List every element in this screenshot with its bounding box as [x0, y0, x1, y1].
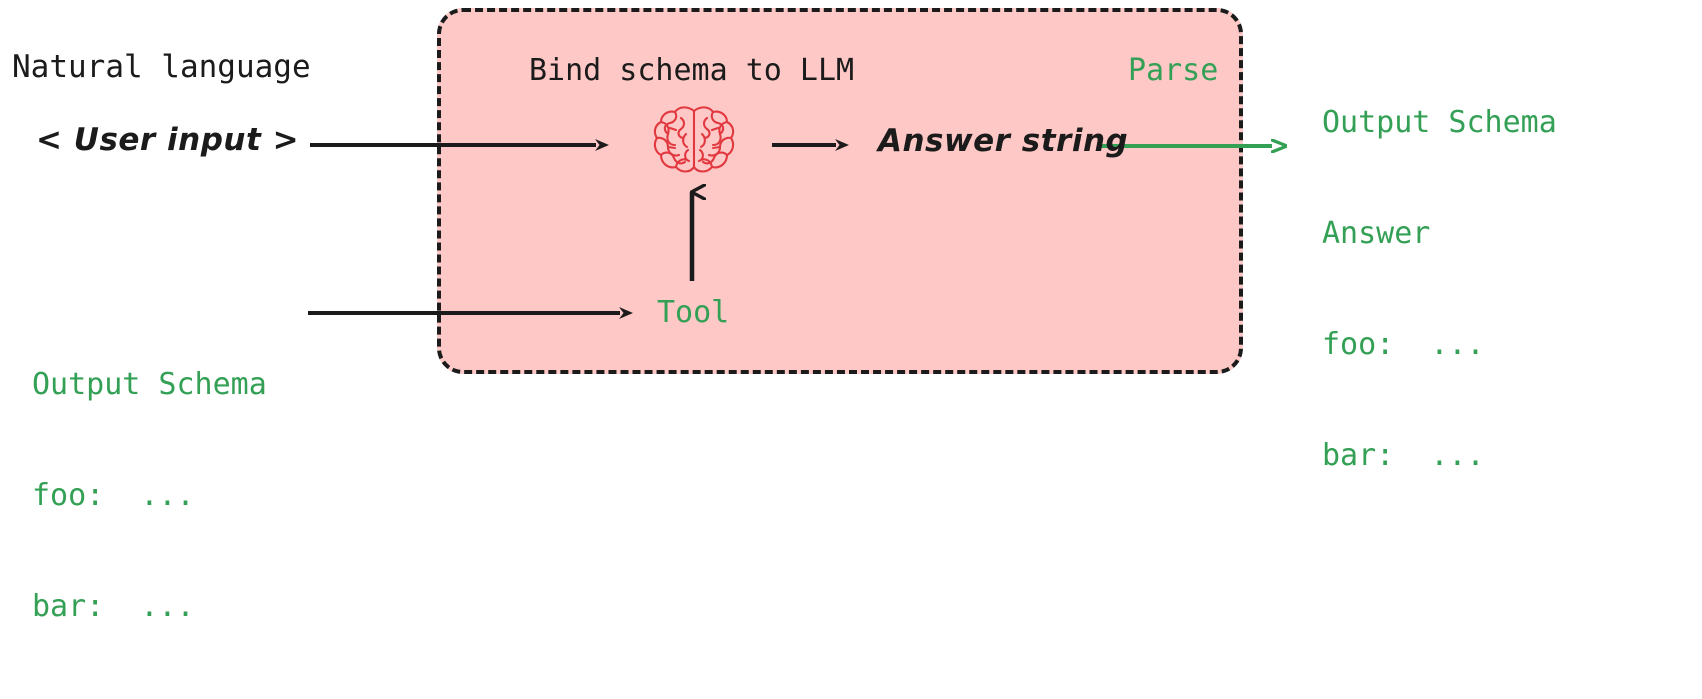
- parse-label: Parse: [1128, 53, 1219, 88]
- brain-icon: [653, 106, 735, 173]
- answer-string-label: Answer string: [878, 123, 1129, 159]
- left-output-schema-line-bar: bar: ...: [32, 589, 195, 624]
- diagram-canvas: Natural language < User input > Output S…: [12, 8, 1557, 624]
- left-output-schema-title: Output Schema: [32, 367, 267, 402]
- natural-language-label: Natural language: [12, 49, 311, 85]
- user-input-text: < User input >: [36, 122, 300, 158]
- right-output-schema-block: Output Schema Answer foo: ... bar: ...: [1322, 30, 1557, 548]
- left-output-schema-block: Output Schema foo: ... bar: ...: [32, 292, 267, 699]
- tool-label: Tool: [657, 295, 730, 330]
- bind-schema-to-llm-label: Bind schema to LLM: [529, 53, 855, 88]
- right-output-schema-title: Output Schema: [1322, 105, 1557, 140]
- left-output-schema-line-foo: foo: ...: [32, 478, 195, 513]
- right-output-schema-line-foo: foo: ...: [1322, 327, 1485, 362]
- right-output-schema-line-answer: Answer: [1322, 216, 1431, 251]
